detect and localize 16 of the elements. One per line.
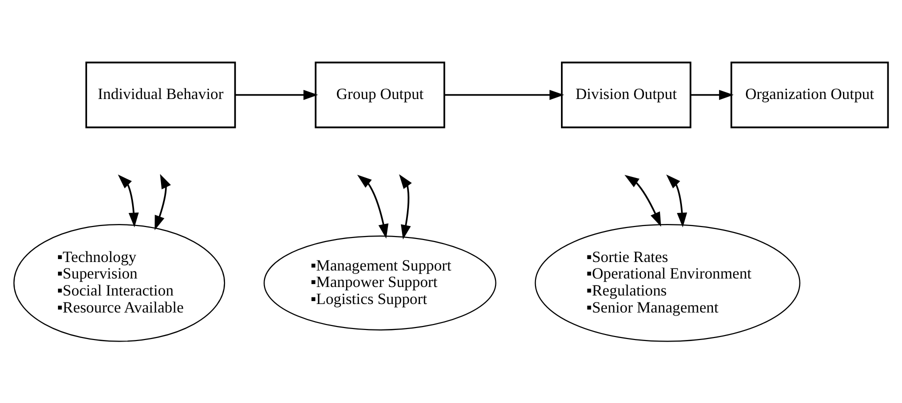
arrow xyxy=(154,174,171,230)
arrow xyxy=(690,89,734,100)
arrow xyxy=(666,174,688,227)
node-box: Organization Output xyxy=(730,61,889,128)
arrow xyxy=(624,174,662,226)
node-ellipse: ▪Sortie Rates ▪Operational Environment ▪Regulations ▪Senior Management xyxy=(534,224,800,342)
arrow xyxy=(118,174,139,227)
node-ellipse: ▪Technology ▪Supervision ▪Social Interaction ▪Resource Available xyxy=(13,224,226,342)
node-ellipse: ▪Management Support ▪Manpower Support ▪Logistics Support xyxy=(264,234,496,330)
arrow xyxy=(444,89,564,100)
node-box: Individual Behavior xyxy=(85,61,236,128)
node-box: Division Output xyxy=(560,61,692,128)
arrow xyxy=(357,174,388,238)
arrow xyxy=(399,174,412,240)
node-box: Group Output xyxy=(314,61,446,128)
arrow xyxy=(235,89,318,100)
